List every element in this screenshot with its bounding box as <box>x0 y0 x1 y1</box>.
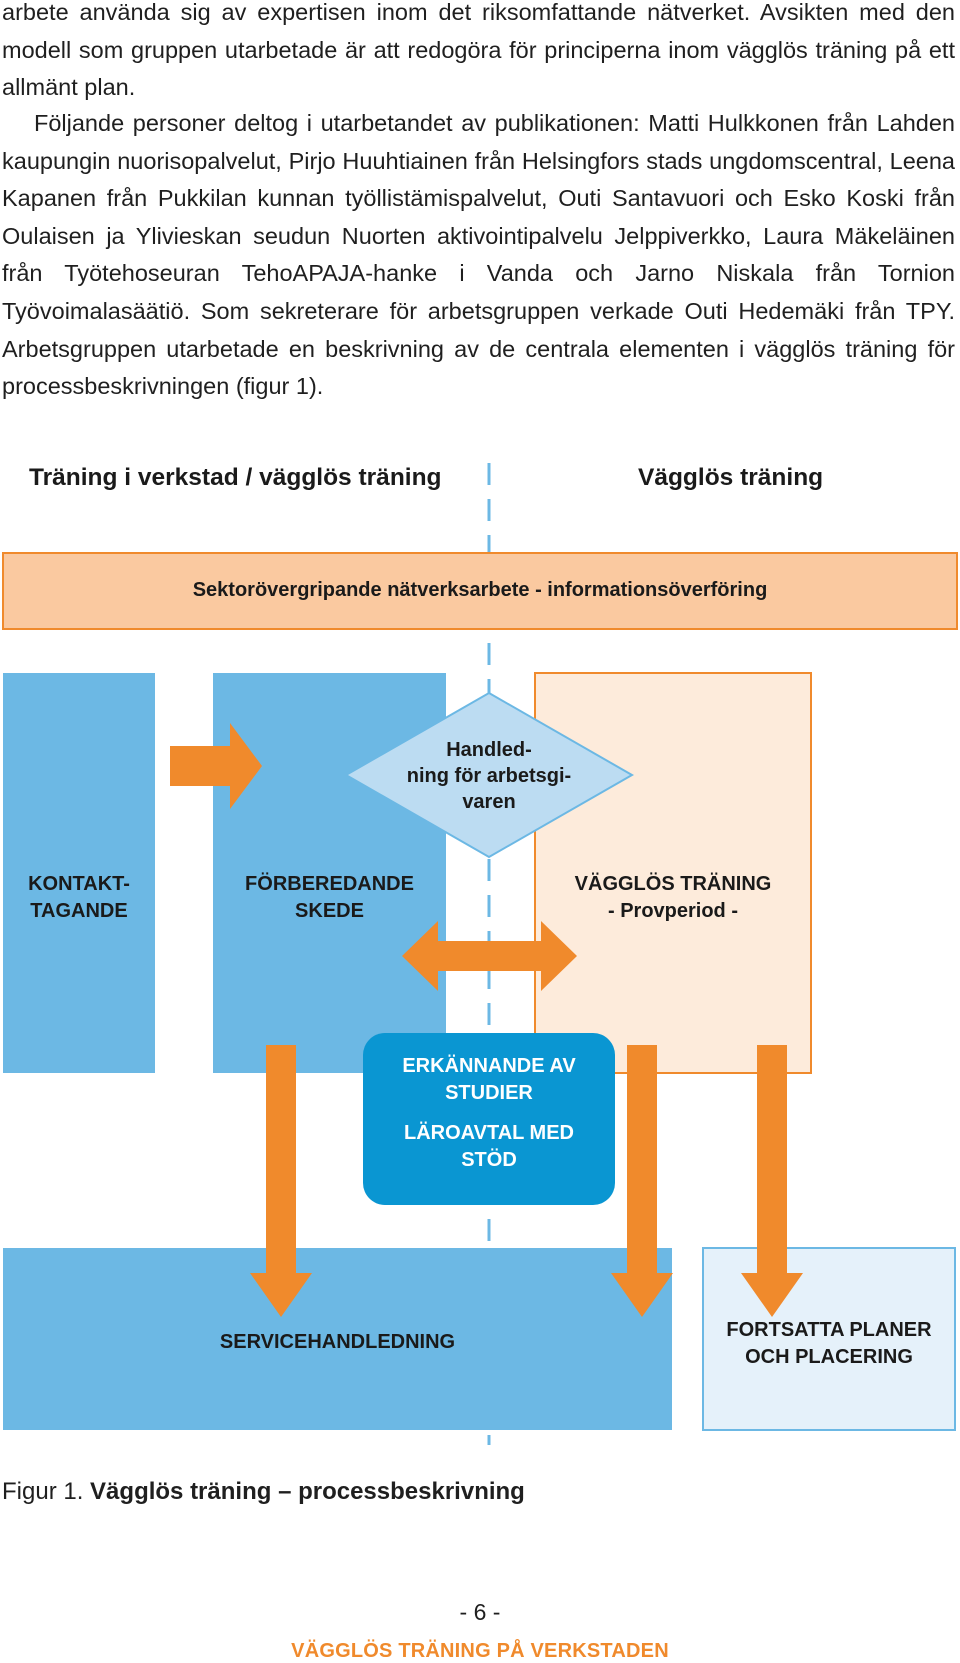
process-diagram: Träning i verkstad / vägglös träning Väg… <box>0 455 960 1445</box>
body-paragraph-2: Följande personer deltog i utarbetandet … <box>2 110 955 400</box>
erkannande-box <box>363 1033 615 1205</box>
band-label: Sektorövergripande nätverksarbete - info… <box>192 579 768 601</box>
diagram-shapes <box>2 463 958 1445</box>
down-arrow-fortsatta <box>741 1045 803 1317</box>
vagglos-title: VÄGGLÖS TRÄNING <box>574 873 772 895</box>
fortsatta-label: FORTSATTA PLANER OCH PLACERING <box>726 1319 932 1368</box>
page-number: - 6 - <box>459 1599 501 1625</box>
double-arrow <box>402 921 577 991</box>
service-box <box>3 1248 672 1430</box>
vagglos-subtitle: - Provperiod - <box>607 900 738 922</box>
figure-caption: Figur 1. Vägglös träning – processbeskri… <box>2 1477 525 1507</box>
handledning-diamond <box>343 691 635 859</box>
caption-title: Vägglös träning – processbeskrivning <box>90 1478 525 1505</box>
caption-prefix: Figur 1. <box>2 1478 84 1505</box>
body-paragraph-1: arbete använda sig av expertisen inom de… <box>2 0 955 101</box>
kontakt-box <box>3 673 155 1073</box>
laroavtal-label: LÄROAVTAL MED STÖD <box>404 1122 574 1171</box>
header-right: Vägglös träning <box>638 464 824 491</box>
band-box <box>2 552 958 630</box>
service-label: SERVICEHANDLEDNING <box>219 1331 456 1353</box>
forberedande-label: FÖRBEREDANDE SKEDE <box>245 873 414 922</box>
running-footer: VÄGGLÖS TRÄNING PÅ VERKSTADEN <box>291 1640 669 1662</box>
right-arrow <box>170 723 262 809</box>
kontakt-label: KONTAKT- TAGANDE <box>28 873 130 922</box>
erkannande-label: ERKÄNNANDE AV STUDIER <box>402 1055 576 1104</box>
header-left: Träning i verkstad / vägglös träning <box>29 464 442 491</box>
down-arrow-service-left <box>250 1045 312 1317</box>
down-arrow-service-right <box>611 1045 673 1317</box>
vagglos-box <box>534 672 812 1074</box>
handledning-label: Handled- ning för arbetsgi- varen <box>406 739 572 813</box>
